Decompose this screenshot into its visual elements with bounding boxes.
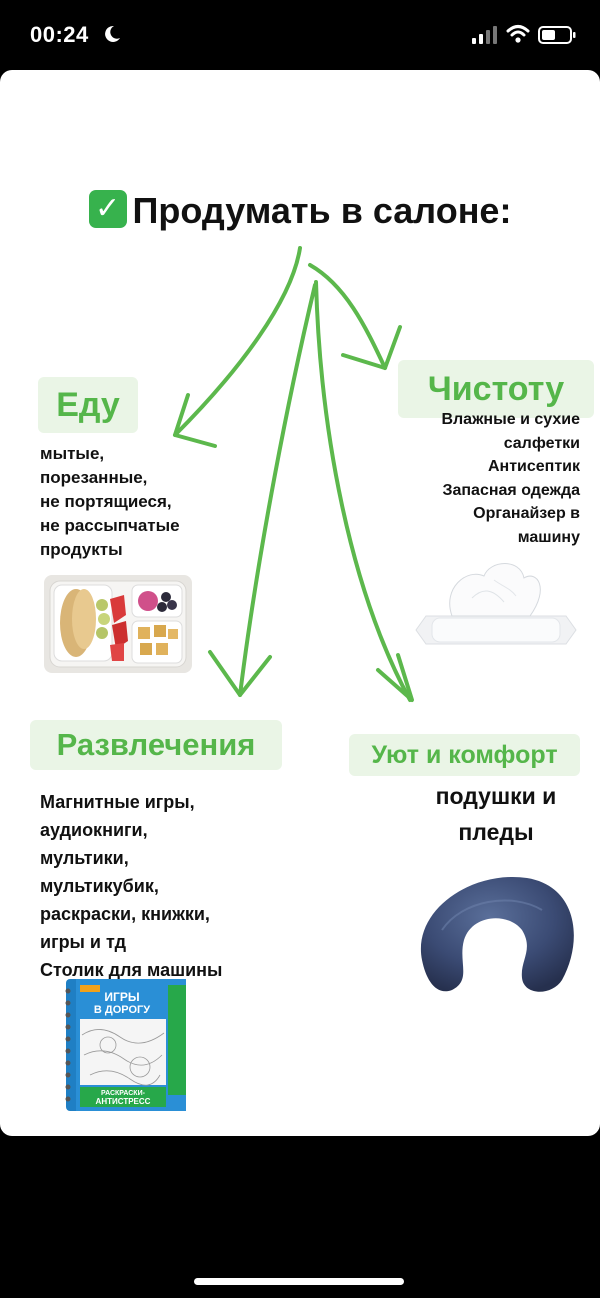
book-title-bottom2: АНТИСТРЕСС (96, 1097, 151, 1106)
arrow-to-cozy-head (376, 653, 414, 702)
status-bar: 00:24 (0, 0, 600, 70)
page-title: ✓Продумать в салоне: (0, 190, 600, 232)
comfort-list: подушки и пледы (416, 778, 576, 850)
clock: 00:24 (30, 22, 89, 47)
arrow-to-food-head (173, 393, 217, 448)
book-title-mid: В ДОРОГУ (94, 1004, 150, 1016)
arrow-to-fun-head (208, 650, 272, 697)
arrow-to-clean-head (341, 325, 402, 370)
entertainment-line: раскраски, книжки, (40, 904, 210, 924)
entertainment-line: Столик для машины (40, 960, 223, 980)
cleanliness-line: Запасная одежда (442, 481, 580, 499)
lunchbox-image (44, 575, 192, 673)
arrow-to-clean (308, 263, 387, 370)
story-card: ✓Продумать в салоне: Еду мытые, порезанн… (0, 70, 600, 1136)
entertainment-line: игры и тд (40, 932, 127, 952)
tag-comfort: Уют и комфорт (349, 734, 580, 776)
food-line: порезанные, (40, 468, 148, 487)
tag-food: Еду (38, 377, 138, 433)
entertainment-line: аудиокниги, (40, 820, 148, 840)
cellular-signal-icon (472, 26, 497, 44)
tag-entertainment: Развлечения (30, 720, 282, 770)
food-line: не портящиеся, (40, 492, 172, 511)
food-list: мытые, порезанные, не портящиеся, не рас… (40, 442, 180, 562)
cleanliness-list: Влажные и сухие салфетки Антисептик Запа… (410, 408, 580, 549)
food-line: продукты (40, 540, 123, 559)
tag-cleanliness: Чистоту (398, 360, 594, 418)
wet-wipes-image (415, 563, 577, 645)
entertainment-line: мультики, (40, 848, 129, 868)
cleanliness-line: Влажные и сухие (441, 411, 580, 428)
entertainment-list: Магнитные игры, аудиокниги, мультики, му… (40, 788, 222, 984)
entertainment-line: мультикубик, (40, 876, 159, 896)
book-title-top: ИГРЫ (104, 990, 139, 1004)
home-indicator[interactable] (194, 1278, 404, 1285)
title-text: Продумать в салоне: (132, 190, 512, 231)
food-line: мытые, (40, 444, 105, 463)
wifi-icon (506, 25, 530, 43)
cleanliness-line: Органайзер в (473, 505, 580, 522)
arrow-to-fun (238, 283, 317, 697)
book-title-bottom: РАСКРАСКИ- (101, 1090, 146, 1097)
cleanliness-line: Антисептик (487, 458, 580, 475)
arrow-to-cozy (314, 280, 412, 702)
neck-pillow-image (420, 876, 574, 992)
arrows-diagram (173, 246, 414, 702)
comfort-line: пледы (458, 819, 534, 845)
cleanliness-line: машину (517, 528, 580, 546)
coloring-book-image: ИГРЫ В ДОРОГУ РАСКРАСКИ- АНТИСТРЕСС (65, 979, 186, 1111)
battery-icon (538, 26, 576, 44)
comfort-line: подушки и (435, 783, 557, 809)
cleanliness-line: салфетки (503, 434, 580, 452)
checkmark-icon: ✓ (88, 190, 127, 229)
arrow-to-food (173, 246, 302, 437)
entertainment-line: Магнитные игры, (40, 792, 195, 812)
moon-icon (105, 25, 120, 42)
food-line: не рассыпчатые (40, 516, 180, 535)
